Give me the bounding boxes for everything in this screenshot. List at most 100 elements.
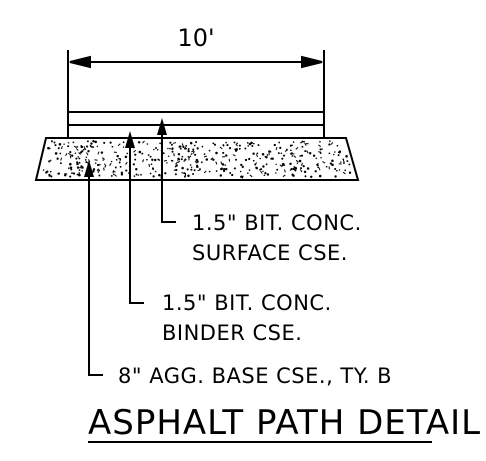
stipple-dot: [90, 142, 93, 145]
stipple-dot: [63, 143, 65, 145]
stipple-dot: [203, 153, 206, 155]
stipple-dot: [318, 174, 322, 178]
stipple-dot: [335, 169, 338, 172]
stipple-dot: [247, 172, 249, 174]
stipple-dot: [241, 165, 244, 169]
stipple-dot: [193, 169, 196, 172]
stipple-dot: [336, 144, 339, 147]
stipple-dot: [99, 163, 101, 166]
stipple-dot: [87, 150, 90, 153]
stipple-dot: [177, 153, 181, 156]
stipple-dot: [329, 140, 331, 142]
base-leader: [88, 166, 103, 376]
stipple-dot: [337, 151, 340, 154]
stipple-dot: [50, 140, 53, 143]
stipple-dot: [225, 167, 228, 171]
stipple-dot: [224, 164, 227, 166]
stipple-dot: [222, 151, 225, 154]
stipple-dot: [205, 158, 209, 161]
stipple-tick: [113, 174, 117, 177]
stipple-dot: [69, 175, 72, 178]
stipple-dot: [158, 173, 161, 177]
stipple-dot: [201, 145, 204, 148]
stipple-dot: [54, 144, 57, 147]
stipple-dot: [247, 145, 249, 147]
stipple-dot: [259, 157, 261, 160]
stipple-dot: [150, 163, 153, 165]
stipple-dot: [56, 157, 59, 160]
stipple-dot: [259, 168, 261, 171]
stipple-dot: [76, 162, 79, 166]
stipple-dot: [153, 158, 157, 162]
stipple-dot: [177, 157, 180, 160]
stipple-dot: [298, 159, 302, 163]
stipple-dot: [182, 145, 185, 149]
stipple-dot: [96, 169, 99, 171]
stipple-dot: [158, 159, 161, 161]
stipple-dot: [194, 153, 197, 156]
drawing-title: ASPHALT PATH DETAIL: [88, 403, 481, 443]
stipple-tick: [172, 142, 177, 144]
stipple-dot: [334, 176, 337, 178]
stipple-tick: [210, 157, 214, 161]
stipple-dot: [308, 151, 312, 155]
stipple-dot: [151, 158, 154, 161]
stipple-dot: [82, 149, 85, 151]
stipple-tick: [299, 169, 303, 173]
stipple-dot: [289, 162, 292, 166]
stipple-dot: [277, 152, 280, 155]
stipple-dot: [222, 169, 226, 173]
stipple-dot: [162, 152, 165, 155]
stipple-dot: [54, 152, 58, 155]
stipple-dot: [299, 155, 302, 157]
stipple-dot: [262, 165, 265, 168]
stipple-dot: [133, 175, 136, 177]
stipple-dot: [183, 160, 185, 162]
stipple-dot: [225, 154, 228, 157]
stipple-dot: [86, 140, 89, 143]
stipple-tick: [97, 168, 101, 172]
stipple-dot: [187, 156, 190, 158]
stipple-dot: [252, 159, 255, 162]
stipple-dot: [169, 141, 172, 144]
stipple-dot: [119, 165, 122, 168]
stipple-dot: [69, 162, 72, 166]
stipple-tick: [163, 159, 167, 162]
stipple-dot: [86, 145, 89, 148]
stipple-dot: [92, 168, 96, 171]
stipple-dot: [348, 171, 352, 174]
stipple-dot: [276, 168, 279, 171]
stipple-dot: [248, 169, 251, 171]
stipple-dot: [98, 174, 101, 177]
stipple-dot: [236, 142, 238, 145]
leader-lines: [88, 124, 176, 376]
stipple-dot: [179, 147, 182, 150]
stipple-tick: [64, 173, 68, 175]
stipple-dot: [187, 148, 190, 150]
stipple-dot: [146, 143, 149, 145]
stipple-dot: [187, 149, 190, 153]
stipple-tick: [61, 145, 63, 150]
stipple-dot: [94, 162, 97, 164]
stipple-tick: [295, 147, 299, 150]
stipple-dot: [240, 175, 243, 179]
stipple-dot: [265, 156, 268, 159]
stipple-dot: [280, 152, 283, 155]
stipple-dot: [321, 148, 323, 150]
stipple-dot: [343, 162, 345, 165]
stipple-dot: [304, 175, 307, 178]
stipple-dot: [46, 170, 49, 173]
stipple-dot: [134, 158, 137, 161]
stipple-dot: [102, 159, 104, 161]
stipple-dot: [85, 156, 88, 159]
stipple-dot: [71, 172, 73, 175]
stipple-dot: [59, 162, 62, 165]
stipple-dot: [329, 162, 332, 165]
stipple-dot: [301, 145, 304, 148]
stipple-dot: [265, 163, 268, 166]
stipple-dot: [154, 170, 157, 173]
stipple-dot: [266, 173, 270, 176]
stipple-dot: [80, 145, 82, 147]
stipple-dot: [231, 173, 234, 177]
